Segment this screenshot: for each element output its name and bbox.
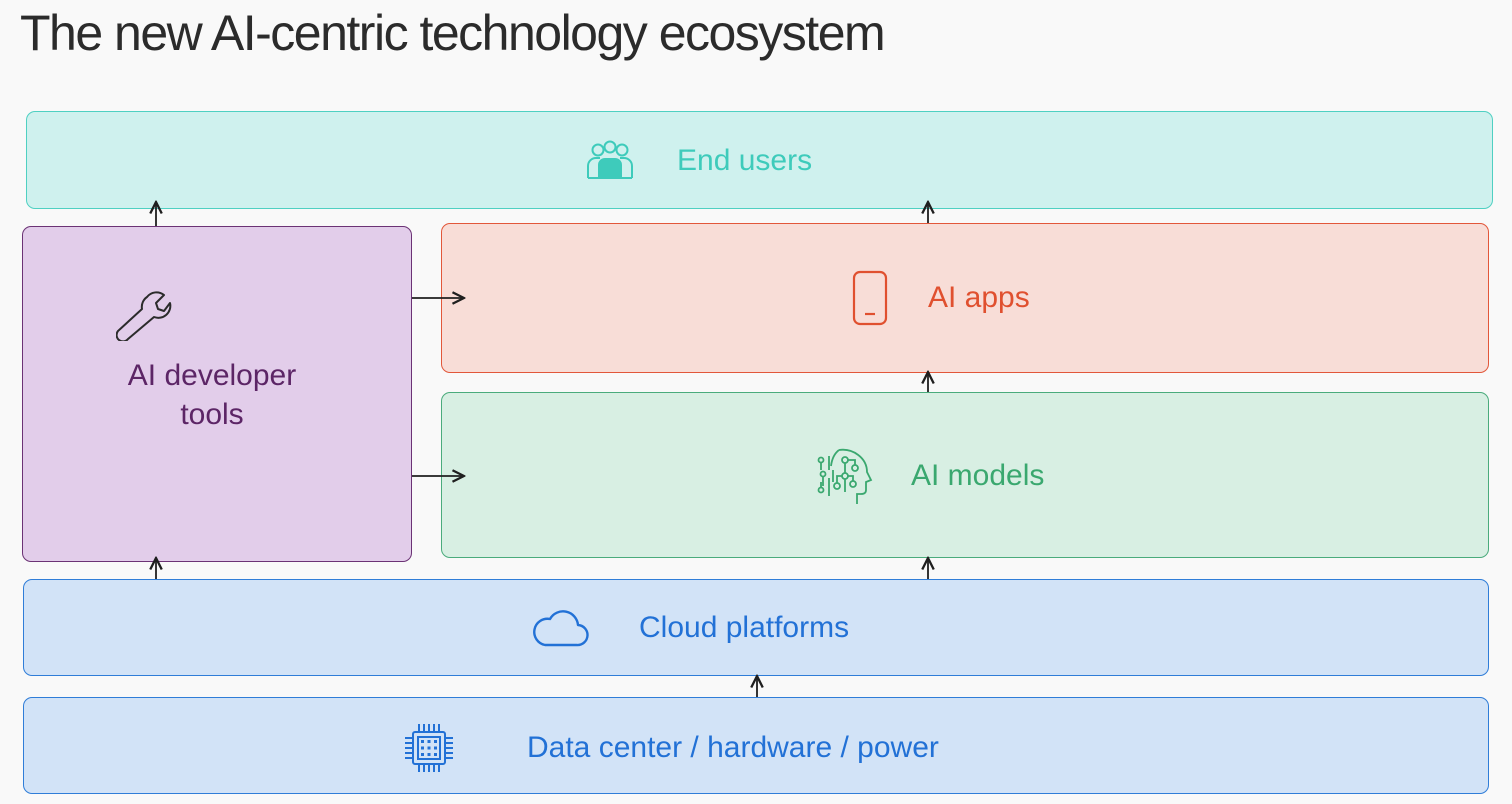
cloud-platforms-box	[23, 579, 1489, 676]
ai-apps-box	[441, 223, 1489, 373]
chip-icon	[403, 722, 455, 774]
wrench-icon	[116, 289, 172, 341]
ai-developer-tools-box	[22, 226, 412, 562]
cloud-platforms-label: Cloud platforms	[639, 611, 850, 644]
cloud-platforms-header: Cloud platforms	[531, 608, 849, 648]
data-center-label: Data center / hardware / power	[527, 731, 939, 764]
cloud-icon	[531, 608, 589, 648]
ai-models-box	[441, 392, 1489, 558]
users-group-icon	[585, 140, 635, 182]
ai-developer-tools-label: AI developer tools	[127, 359, 297, 431]
ai-apps-label: AI apps	[928, 281, 1030, 314]
end-users-box	[26, 111, 1493, 209]
end-users-label: End users	[677, 144, 813, 177]
data-center-header: Data center / hardware / power	[403, 722, 939, 774]
ai-models-label: AI models	[911, 459, 1045, 492]
page-title: The new AI-centric technology ecosystem	[20, 5, 886, 61]
end-users-header: End users	[585, 140, 812, 182]
ai-models-header: AI models	[815, 446, 1044, 506]
ai-apps-header: AI apps	[852, 270, 1030, 326]
data-center-box	[23, 697, 1489, 794]
ai-brain-head-icon	[815, 446, 875, 506]
mobile-phone-icon	[852, 270, 888, 326]
